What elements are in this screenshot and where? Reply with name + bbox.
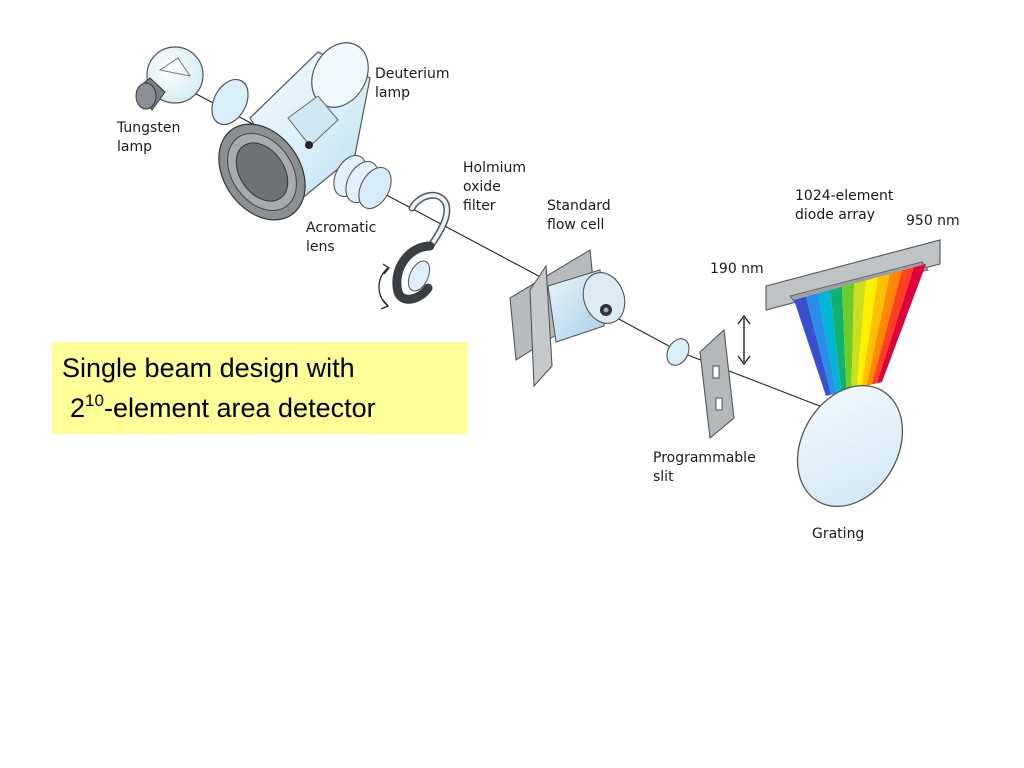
spectrum-band xyxy=(856,277,878,389)
spectrum-band xyxy=(806,293,837,395)
label-190-nm: 190 nm xyxy=(710,261,764,277)
spectrum-band xyxy=(876,264,926,384)
label-deuterium-lamp: Deuterium lamp xyxy=(375,66,454,101)
label-holmium-filter: Holmium oxide filter xyxy=(463,160,530,214)
tungsten-lens xyxy=(211,78,249,126)
label-programmable-slit: Programmable slit xyxy=(653,450,760,485)
callout-rest: -element area detector xyxy=(103,393,376,423)
slit-lens xyxy=(666,338,690,366)
label-tungsten-lamp: Tungsten lamp xyxy=(116,120,185,155)
holmium-filter xyxy=(392,191,451,304)
design-callout: Single beam design with 210-element area… xyxy=(52,342,468,434)
programmable-slit xyxy=(699,328,735,440)
rotation-arrow-icon xyxy=(378,263,390,310)
spectrum-band xyxy=(866,270,902,386)
deuterium-lamp xyxy=(218,42,371,221)
spectrum-band xyxy=(818,290,842,394)
spectrum-band xyxy=(871,267,914,385)
callout-exponent: 10 xyxy=(85,391,104,410)
label-grating: Grating xyxy=(812,526,864,542)
spectrum-band xyxy=(794,296,832,396)
tungsten-lamp xyxy=(135,46,204,111)
spectrum-band xyxy=(851,280,866,390)
spectrum-band xyxy=(830,286,847,393)
callout-line-2: 210-element area detector xyxy=(70,392,376,424)
slit-arrow-icon xyxy=(737,314,751,366)
grating xyxy=(796,384,904,508)
flow-cell xyxy=(509,249,626,388)
spectrum-band xyxy=(842,283,854,391)
callout-line-1: Single beam design with xyxy=(62,353,355,383)
label-diode-array: 1024-element diode array xyxy=(795,188,898,223)
acromatic-lens xyxy=(333,154,392,210)
callout-base: 2 xyxy=(70,393,86,423)
spectrum-band xyxy=(861,273,890,388)
label-950-nm: 950 nm xyxy=(906,213,960,229)
label-acromatic-lens: Acromatic lens xyxy=(306,220,381,255)
spectrum-fan xyxy=(794,264,926,396)
label-flow-cell: Standard flow cell xyxy=(547,198,615,233)
